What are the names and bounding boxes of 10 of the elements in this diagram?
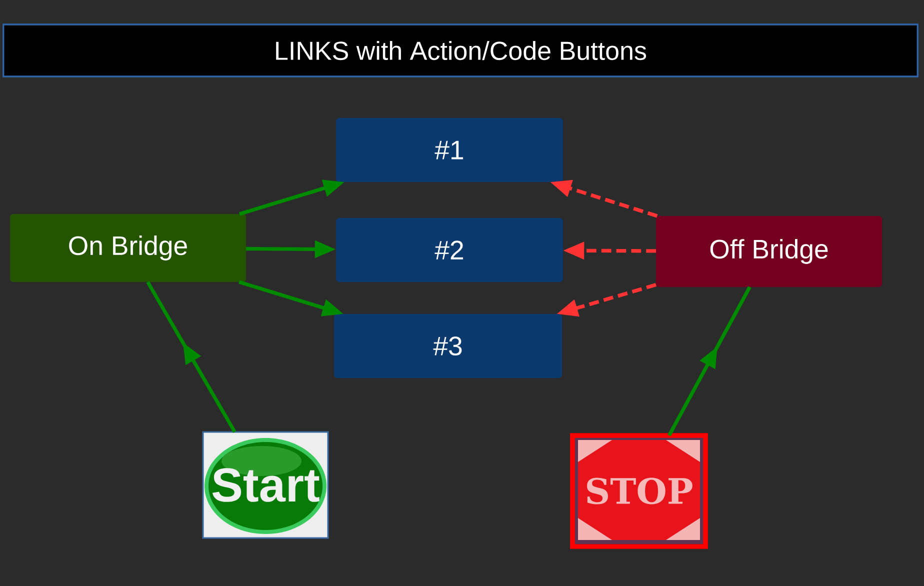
- rounded-box: On Bridge: [10, 214, 246, 282]
- rounded-box: Off Bridge: [656, 216, 882, 288]
- arrow: [146, 281, 236, 433]
- arrow: [668, 286, 752, 436]
- title-banner: LINKS with Action/Code Buttons: [2, 24, 918, 78]
- rounded-box: #3: [334, 314, 562, 378]
- stop-button: STOP: [570, 433, 708, 549]
- start-button: Start: [202, 431, 329, 539]
- rounded-box: #2: [336, 218, 564, 282]
- rounded-box: #1: [336, 118, 564, 182]
